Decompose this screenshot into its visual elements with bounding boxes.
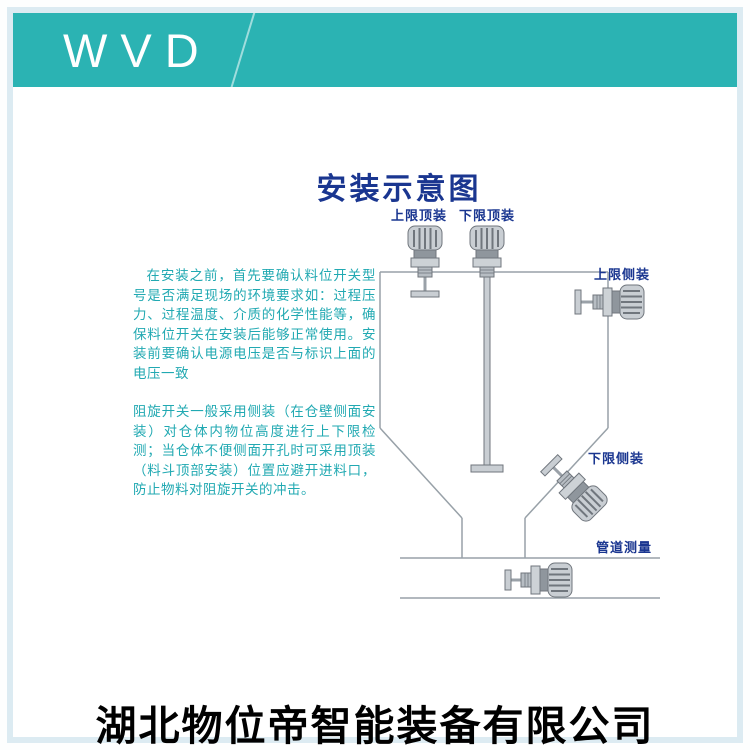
label-side-lower-mount: 下限侧装 xyxy=(588,451,645,466)
label-pipe-measurement: 管道测量 xyxy=(596,540,653,555)
company-name: 湖北物位帝智能装备有限公司 xyxy=(95,703,655,749)
note-paragraph-2: 阻旋开关一般采用侧装（在仓壁侧面安装）对仓体内物位高度进行上下限检测；当仓体不便… xyxy=(133,404,376,497)
installation-notes: 在安装之前，首先要确认料位开关型号是否满足现场的环境要求如：过程压力、过程温度、… xyxy=(133,266,376,500)
diagram-title: 安装示意图 xyxy=(316,173,482,206)
level-switch-top-upper xyxy=(407,225,443,298)
level-switch-top-lower xyxy=(469,225,505,473)
brand-banner: WVD xyxy=(13,13,737,87)
label-top-upper-mount: 上限顶装 xyxy=(391,208,448,223)
level-switch-pipe xyxy=(504,562,573,598)
level-switch-side-upper xyxy=(574,284,645,320)
label-side-upper-mount: 上限侧装 xyxy=(594,267,651,282)
level-switch-side-lower xyxy=(540,454,612,526)
installation-diagram xyxy=(379,225,660,599)
banner-diagonal-accent xyxy=(226,13,258,87)
label-top-lower-mount: 下限顶装 xyxy=(459,208,516,223)
note-paragraph-1: 在安装之前，首先要确认料位开关型号是否满足现场的环境要求如：过程压力、过程温度、… xyxy=(133,268,376,381)
brand-logo: WVD xyxy=(63,24,212,77)
